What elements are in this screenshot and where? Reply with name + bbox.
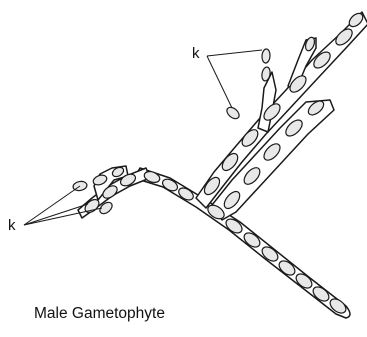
pointer-line bbox=[207, 50, 262, 56]
pointer-line bbox=[24, 204, 88, 225]
pointer-line bbox=[207, 56, 232, 108]
label-k-top: k bbox=[192, 45, 200, 62]
diagram-caption: Male Gametophyte bbox=[34, 305, 165, 322]
antheridium bbox=[225, 105, 242, 121]
label-k-left: k bbox=[8, 217, 16, 234]
cells bbox=[72, 11, 365, 316]
antheridium bbox=[262, 49, 271, 64]
